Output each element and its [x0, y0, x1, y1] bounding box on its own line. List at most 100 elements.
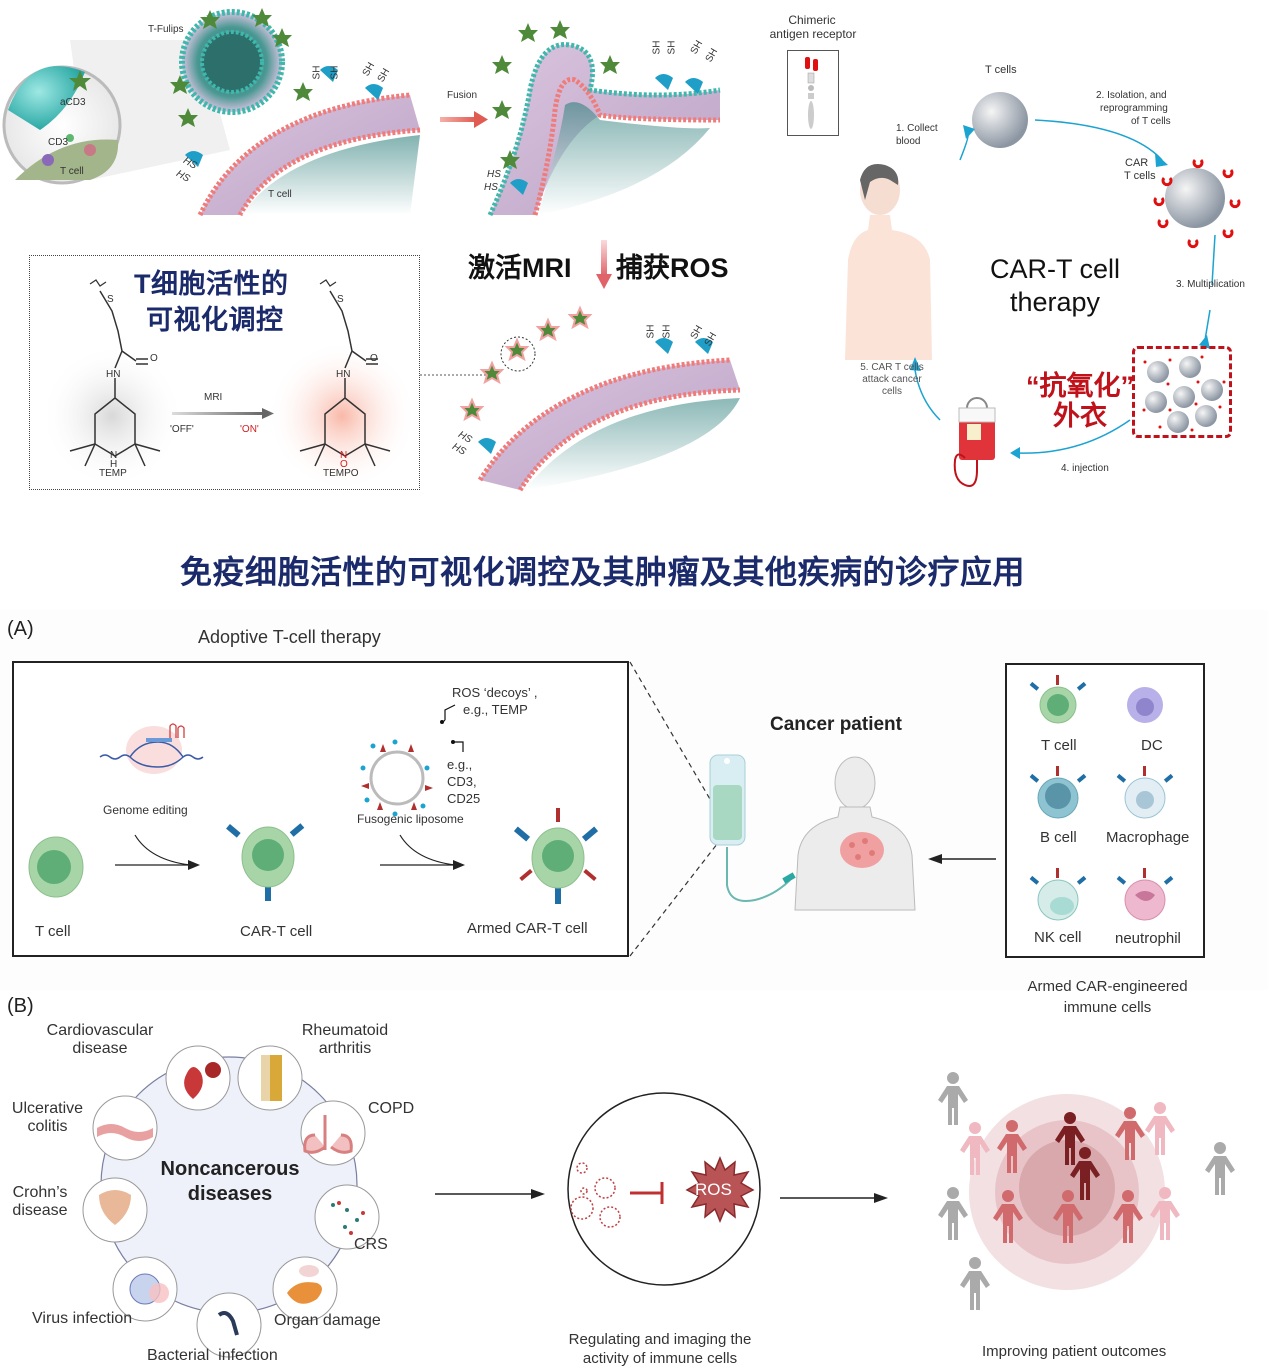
car-t-cells-line1: CAR: [1125, 157, 1149, 169]
disease-rheumatoid-line2: arthritis: [318, 1040, 372, 1057]
disease-ulcerative-colitis: Ulcerative colitis: [0, 1100, 95, 1136]
temp-name: TEMP: [99, 468, 127, 479]
eg-line2: CD3,: [447, 774, 477, 789]
fused-membrane-icon: [487, 20, 721, 217]
stage-label-t-cell: T cell: [35, 923, 71, 940]
car-label-line2: antigen receptor: [769, 27, 857, 41]
mri-arrow-icon: [172, 408, 274, 419]
noncancerous-center-label: Noncancerous diseases: [150, 1157, 310, 1207]
main-title: 免疫细胞活性的可视化调控及其肿瘤及其他疾病的诊疗应用: [180, 554, 1026, 590]
immune-label-dc: DC: [1141, 737, 1163, 754]
disease-crohns: Crohn’s disease: [0, 1184, 80, 1220]
car-t-cell-icon: [226, 823, 305, 901]
fusion-label: Fusion: [447, 90, 478, 101]
car-t-cell-sphere-icon: [1153, 159, 1241, 249]
disease-rheumatoid-line1: Rheumatoid: [301, 1022, 389, 1039]
cd3-label: CD3: [48, 137, 69, 148]
temp-s-label: S: [107, 294, 114, 305]
car-t-therapy-line1: CAR-T cell: [989, 254, 1121, 284]
noncancerous-line2: diseases: [187, 1183, 273, 1205]
car-label-line1: Chimeric: [788, 13, 836, 27]
liposome-icon: [360, 739, 433, 817]
copd-icon: [300, 1100, 366, 1166]
step4-label: 4. injection: [1061, 463, 1109, 474]
acd3-label: aCD3: [60, 97, 86, 108]
patient-outcomes-icon: [938, 1072, 1235, 1310]
tempo-hn-label: HN: [336, 369, 351, 380]
immune-label-t-cell: T cell: [1041, 737, 1077, 754]
step2-line2: reprogramming: [1100, 103, 1168, 114]
step5-line3: cells: [881, 386, 902, 397]
capture-ros-caption: 捕获ROS: [616, 253, 729, 283]
cycle-arrows-icon: [910, 119, 1216, 459]
t-cell-sphere-icon: [972, 92, 1028, 148]
car-t-cells-line2: T cells: [1124, 170, 1156, 182]
disease-virus-infection: Virus infection: [32, 1310, 133, 1327]
eg-line3: CD25: [447, 791, 481, 806]
immune-caption-line2: immune cells: [1063, 999, 1152, 1016]
armed-car-t-cell-icon: [513, 808, 599, 904]
flow-arrow-1-icon: [435, 1189, 545, 1199]
patient-torso-icon: [794, 756, 916, 911]
antioxidant-line1: “抗氧化”: [1026, 371, 1134, 401]
immune-neutrophil-icon: [1124, 879, 1166, 921]
disease-cardiovascular: Cardiovascular disease: [30, 1022, 170, 1058]
panel-a-label: (A): [7, 618, 34, 640]
temp-hn-label: HN: [106, 369, 121, 380]
disease-ulcerative-line2: colitis: [27, 1118, 68, 1135]
temp-n-label: N: [110, 450, 118, 461]
membrane-t-cell-label: T cell: [268, 189, 292, 200]
stage-arrows: [115, 834, 465, 870]
crs-icon: [314, 1184, 380, 1250]
step5-line2: attack cancer: [862, 374, 922, 385]
fused-hs-label-1: HS: [487, 169, 501, 180]
fused-hs-label-2: HS: [484, 182, 498, 193]
panel-b-label: (B): [7, 995, 34, 1017]
tempo-o-radical-label: O: [340, 459, 348, 470]
armed-membrane-icon: [459, 305, 741, 492]
immune-nk-cell-icon: [1037, 879, 1079, 921]
patient-body-icon: [845, 164, 932, 360]
chemistry-box: T细胞活性的 可视化调控 S O HN N H TEMP MRI 'OFF' '…: [29, 255, 420, 491]
step5-line1: 5. CAR T cells: [860, 362, 924, 373]
callout-lines: [440, 704, 464, 752]
immune-t-cell-icon: [1039, 686, 1077, 724]
immune-cells-icons: [1029, 675, 1174, 921]
adoptive-therapy-heading: Adoptive T-cell therapy: [198, 627, 381, 647]
immune-cells-box: [1005, 663, 1205, 958]
genome-editing-icon: [99, 723, 204, 774]
antioxidant-highlight-box[interactable]: [1132, 346, 1232, 438]
fusion-arrow-icon: [440, 111, 488, 128]
immune-to-patient-arrow-icon: [928, 854, 996, 864]
t-cells-label: T cells: [985, 64, 1017, 76]
disease-crohns-line1: Crohn’s: [12, 1184, 68, 1201]
chem-title-line1: T细胞活性的: [134, 269, 289, 299]
tempo-molecule-icon: [267, 279, 417, 491]
iv-bag-icon: [953, 397, 996, 487]
regulating-caption: Regulating and imaging the activity of i…: [530, 1330, 790, 1368]
immune-macrophage-icon: [1124, 777, 1166, 819]
step2-line1: 2. Isolation, and: [1096, 90, 1167, 101]
temp-h-label: H: [110, 459, 118, 470]
disease-bacterial-infection: Bacterial infection: [147, 1347, 278, 1364]
tempo-o-label: O: [370, 353, 378, 364]
car-receptor-icon: [805, 57, 818, 129]
inset-t-cell-label: T cell: [60, 166, 84, 177]
step2-line3: of T cells: [1131, 116, 1171, 127]
fused-sh-label-1: SH: [651, 40, 663, 55]
immune-caption: Armed CAR-engineered immune cells: [1000, 976, 1215, 1018]
antioxidant-coat-label: “抗氧化” 外衣: [1020, 371, 1140, 431]
flow-arrow-2-icon: [780, 1193, 888, 1203]
outcomes-caption: Improving patient outcomes: [982, 1343, 1167, 1360]
tempo-s-label: S: [337, 294, 344, 305]
tempo-n-label: N: [340, 450, 348, 461]
dotted-connector-line: [420, 374, 498, 376]
disease-cardiovascular-line2: disease: [72, 1040, 128, 1057]
off-label: 'OFF': [170, 424, 194, 435]
step5-label: 5. CAR T cells attack cancer cells: [852, 362, 932, 398]
car-t-therapy-title: CAR-T cell therapy: [975, 253, 1135, 319]
ros-starburst-icon: [685, 1156, 755, 1223]
car-t-therapy-line2: therapy: [1009, 287, 1101, 317]
immune-label-b-cell: B cell: [1040, 829, 1077, 846]
mri-label: MRI: [204, 392, 223, 403]
